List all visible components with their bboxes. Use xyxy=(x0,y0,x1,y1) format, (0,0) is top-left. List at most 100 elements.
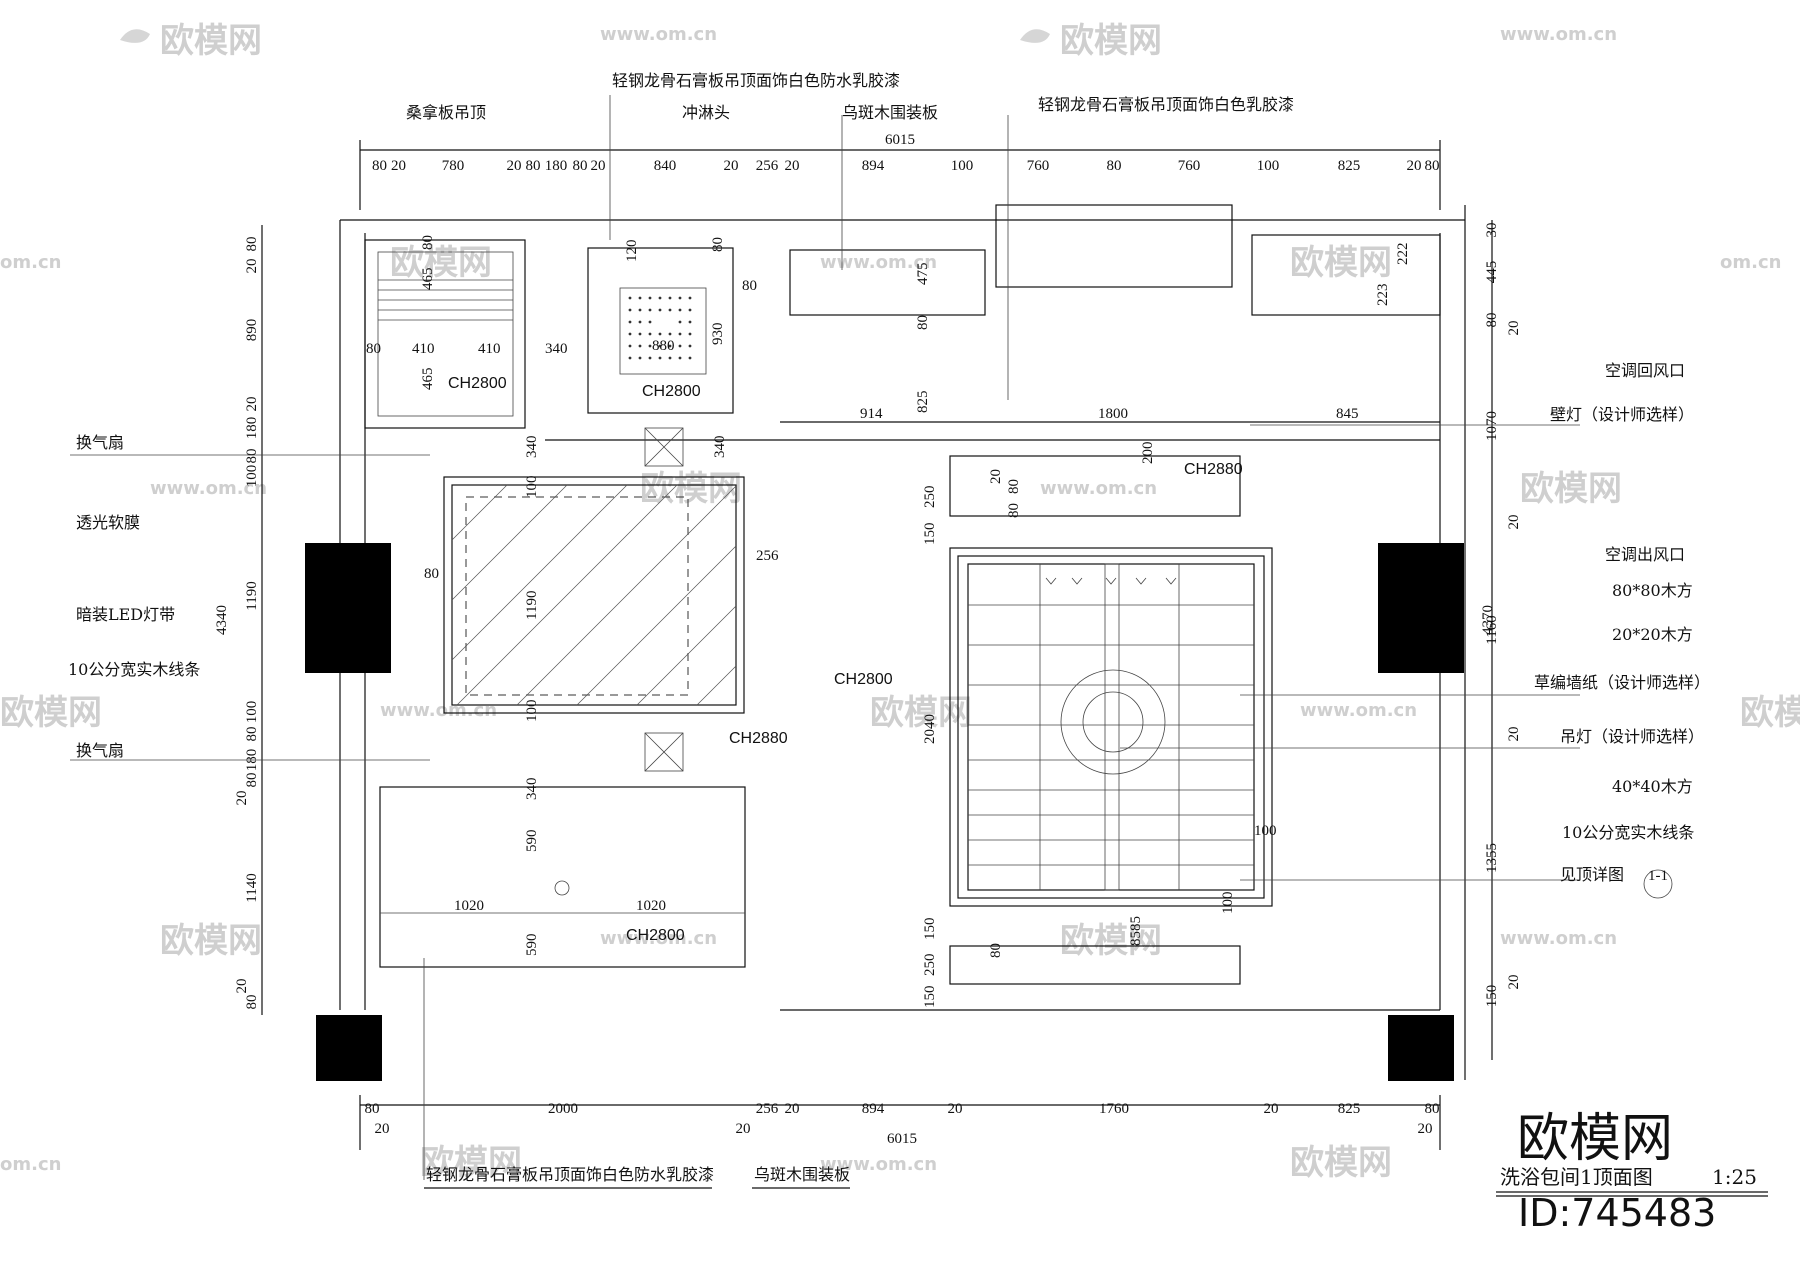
dim-value: 825 xyxy=(1338,158,1361,174)
dim-value: 256 xyxy=(756,548,779,564)
dim-value: 80 xyxy=(1006,503,1022,518)
dim-value: 20 xyxy=(1506,727,1522,742)
ceiling-height: CH2800 xyxy=(626,927,685,944)
annotation-label: 冲淋头 xyxy=(682,103,730,122)
walls xyxy=(305,205,1466,1081)
column xyxy=(1378,543,1464,673)
dim-total-left: 4340 xyxy=(214,605,230,635)
dim-value: 80 xyxy=(372,158,387,174)
dim-value: 780 xyxy=(442,158,465,174)
drawing-scale: 1:25 xyxy=(1712,1165,1757,1189)
downlight-icon xyxy=(554,880,570,896)
watermark-text: 欧模网 xyxy=(1290,243,1392,283)
watermark-text: 欧模网 xyxy=(390,243,492,283)
watermark-text: 欧模网 xyxy=(420,1143,522,1183)
dim-value: 1020 xyxy=(636,898,666,914)
dim-value: 1190 xyxy=(524,591,540,620)
drawing-id: ID:745483 xyxy=(1518,1191,1716,1235)
dim-value: 80 xyxy=(573,158,588,174)
dim-value: 1190 xyxy=(244,581,260,610)
annotation-label: 换气扇 xyxy=(76,433,124,452)
dim-value: 100 xyxy=(524,476,540,499)
watermark-logo: 欧模网 xyxy=(870,693,972,733)
dim-value: 894 xyxy=(862,1101,885,1117)
main-frame-mid xyxy=(957,555,1265,899)
membrane-hatch xyxy=(451,484,737,706)
annotation-label: 暗装LED灯带 xyxy=(76,605,175,624)
dim-value: 590 xyxy=(524,830,540,853)
watermark-url: om.cn xyxy=(1720,252,1781,273)
watermark-logo: 欧模网 xyxy=(1060,921,1162,961)
watermark-url: www.om.cn xyxy=(820,252,937,273)
dim-value: 20 xyxy=(234,791,250,806)
top-annotations: 轻钢龙骨石膏板吊顶面饰白色防水乳胶漆 桑拿板吊顶 冲淋头 乌斑木围装板 轻钢龙骨… xyxy=(406,71,1294,122)
dim-value: 2040 xyxy=(922,714,938,744)
watermark-url: www.om.cn xyxy=(600,24,717,45)
main-top-band xyxy=(949,455,1241,517)
dim-value: 180 xyxy=(244,417,260,440)
dim-value: 1070 xyxy=(1484,411,1500,441)
annotation-label: 桑拿板吊顶 xyxy=(406,103,486,122)
dim-value: 465 xyxy=(420,368,436,391)
dim-value: 894 xyxy=(862,158,885,174)
dim-value: 890 xyxy=(244,319,260,342)
dim-value: 250 xyxy=(922,486,938,509)
dim-value: 256 xyxy=(756,158,779,174)
dim-value: 1140 xyxy=(244,873,260,902)
dim-value: 914 xyxy=(860,406,883,422)
led-strip xyxy=(465,496,689,696)
dim-value: 340 xyxy=(524,778,540,801)
annotation-label: 壁灯（设计师选样） xyxy=(1550,405,1694,424)
dim-value: 80 xyxy=(710,237,726,252)
dim-value: 825 xyxy=(1338,1101,1361,1117)
dim-value: 590 xyxy=(524,934,540,957)
dim-value: 20 xyxy=(234,979,250,994)
dim-value: 410 xyxy=(412,341,435,357)
dim-total-top: 6015 xyxy=(885,132,915,148)
watermark-text: 欧模网 xyxy=(1290,1143,1392,1183)
watermark-logo: 欧模网 xyxy=(1020,21,1162,61)
dim-value: 80 xyxy=(366,341,381,357)
annotation-label: 40*40木方 xyxy=(1612,777,1693,796)
main-frame-outer xyxy=(949,547,1273,907)
watermark-logo: 欧模网 xyxy=(420,1143,522,1183)
watermark-text: 欧模网 xyxy=(1060,921,1162,961)
dim-value: 100 xyxy=(951,158,974,174)
annotation-label: 20*20木方 xyxy=(1612,625,1693,644)
dim-values-left: 4340 20 80 890 20 180 80 100 1190 100 80… xyxy=(214,237,260,1010)
ceiling-height: CH2880 xyxy=(1184,461,1243,478)
dim-value: 222 xyxy=(1395,243,1411,266)
annotation-label: 轻钢龙骨石膏板吊顶面饰白色防水乳胶漆 xyxy=(426,1165,714,1184)
ceiling-height: CH2800 xyxy=(448,375,507,392)
watermark-url: www.om.cn xyxy=(380,700,497,721)
watermark-logo: 欧模网 xyxy=(1520,469,1622,509)
dim-value: 20 xyxy=(988,469,1004,484)
dim-total-bottom: 6015 xyxy=(887,1131,917,1147)
dim-value: 1760 xyxy=(1099,1101,1129,1117)
main-bottom-band xyxy=(949,945,1241,985)
watermark-text: 欧模网 xyxy=(1740,693,1800,733)
pendant-light-icon xyxy=(1060,669,1166,775)
annotation-label: 吊灯（设计师选样） xyxy=(1560,727,1704,746)
main-ceiling: 200 80 80 20 250 150 2040 100 100 150 25… xyxy=(729,442,1277,1009)
dim-value: 250 xyxy=(922,954,938,977)
dim-value: 20 xyxy=(724,158,739,174)
watermark-text: 欧模网 xyxy=(160,921,262,961)
dim-value: 80 xyxy=(988,943,1004,958)
ceiling-height: CH2800 xyxy=(642,383,701,400)
watermark-text: 欧模网 xyxy=(160,21,262,61)
annotation-label: 10公分宽实木线条 xyxy=(1562,823,1694,842)
dim-value: 1160 xyxy=(1484,615,1500,644)
dim-value: 20 xyxy=(1506,321,1522,336)
watermark-url: om.cn xyxy=(0,252,61,273)
watermark-text: 欧模网 xyxy=(1060,21,1162,61)
watermark-text: 欧模网 xyxy=(0,693,102,733)
dim-value: 256 xyxy=(756,1101,779,1117)
dim-value: 100 xyxy=(1257,158,1280,174)
dim-value: 760 xyxy=(1178,158,1201,174)
title-block: 欧模网 洗浴包间1顶面图 1:25 ID:745483 xyxy=(1496,1109,1768,1235)
dim-value: 80 xyxy=(424,566,439,582)
dim-value: 880 xyxy=(652,338,675,354)
dim-value: 100 xyxy=(1254,823,1277,839)
dim-value: 20 xyxy=(785,158,800,174)
